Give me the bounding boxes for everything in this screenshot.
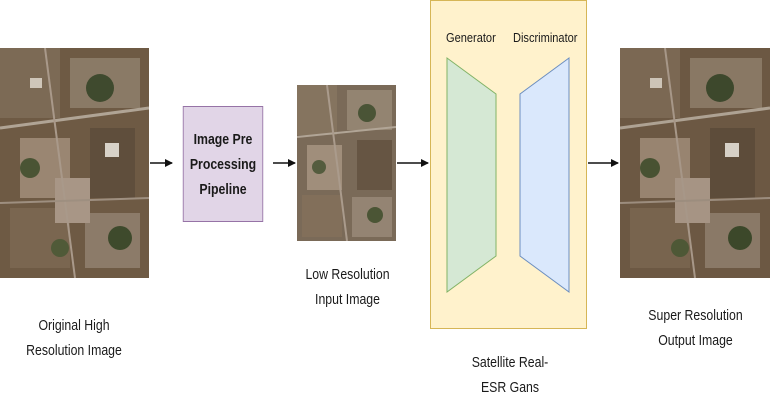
- gan-label: Satellite Real- ESR Gans: [471, 354, 549, 396]
- gan-shapes: [446, 57, 570, 293]
- original-image-label: Original High Resolution Image: [26, 317, 122, 359]
- discriminator-label: Discriminator: [513, 30, 578, 45]
- low-resolution-satellite-image: [297, 85, 396, 241]
- super-resolution-satellite-image: [620, 48, 770, 278]
- preprocessing-pipeline-box: Image Pre Processing Pipeline: [182, 106, 264, 222]
- generator-label: Generator: [446, 30, 496, 45]
- super-resolution-label: Super Resolution Output Image: [648, 307, 743, 349]
- original-satellite-image: [0, 48, 149, 278]
- low-resolution-label: Low Resolution Input Image: [305, 266, 390, 308]
- generator-shape: [446, 57, 497, 293]
- discriminator-shape: [519, 57, 570, 293]
